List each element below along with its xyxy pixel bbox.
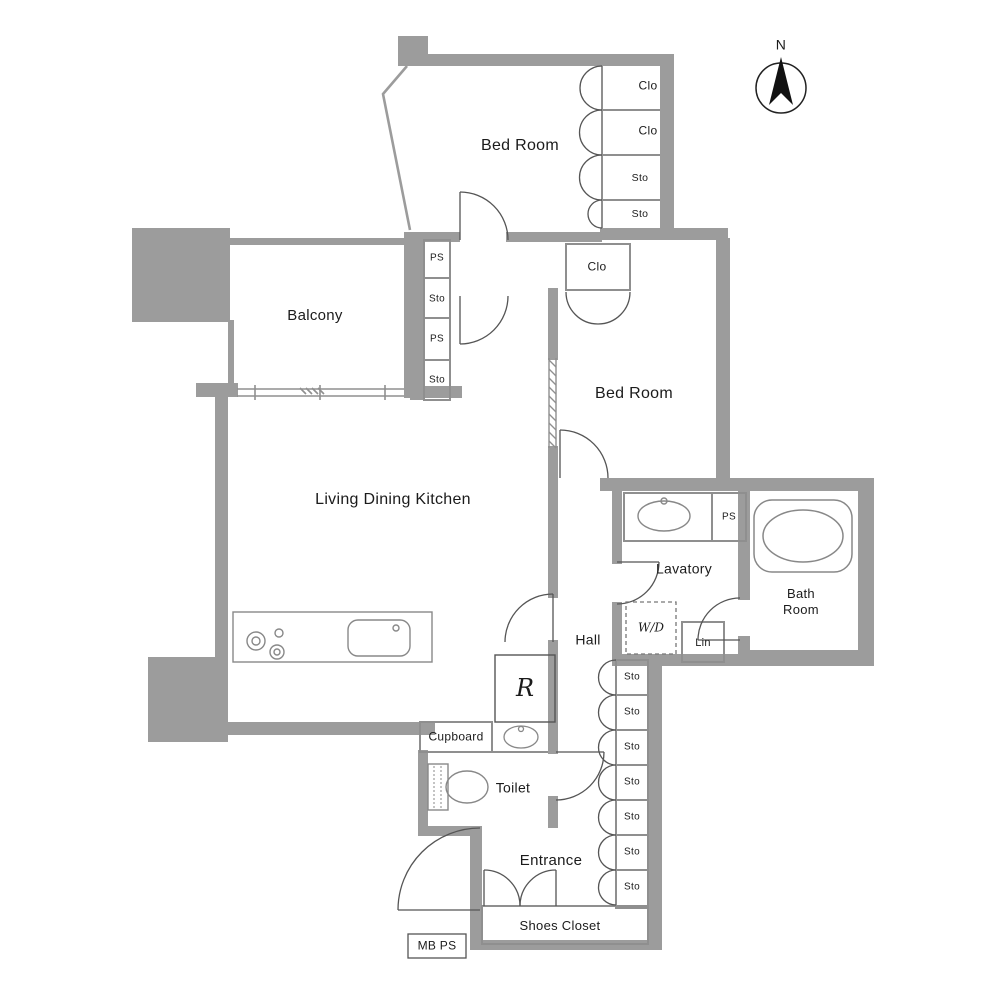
- room-label-bathroom: Bath Room: [783, 585, 819, 617]
- bathtub: [753, 499, 853, 573]
- room-label-toilet: Toilet: [495, 779, 531, 796]
- pipe-space-label: PS: [722, 511, 736, 523]
- storage-label: Sto: [624, 881, 640, 893]
- linen-label: Lin: [695, 636, 711, 649]
- bedroom-angled-window: [381, 65, 412, 231]
- room-label-balcony: Balcony: [287, 306, 343, 324]
- closet-label: Clo: [587, 259, 607, 274]
- balcony-window: [237, 385, 404, 400]
- room-label-entrance: Entrance: [519, 851, 583, 869]
- room-label-bedroom-top: Bed Room: [481, 137, 559, 155]
- washer-dryer-label: W/D: [638, 620, 664, 635]
- storage-label: Sto: [624, 741, 640, 753]
- refrigerator-label: R: [515, 673, 535, 702]
- storage-label: Sto: [631, 172, 649, 185]
- hand-basin: [503, 725, 539, 749]
- refrigerator-box: [494, 654, 556, 723]
- meter-box-label: MB PS: [417, 938, 457, 953]
- pipe-space-label: PS: [430, 252, 444, 264]
- compass: [755, 57, 807, 114]
- room-label-living-dining-kitchen: Living Dining Kitchen: [315, 491, 471, 509]
- storage-label: Sto: [631, 208, 649, 221]
- cupboard-label: Cupboard: [428, 729, 484, 744]
- compass-north-label: N: [775, 36, 787, 53]
- sliding-partition: [548, 358, 557, 449]
- kitchen-counter: [232, 611, 433, 663]
- storage-label: Sto: [429, 293, 445, 305]
- lavatory-sink: [637, 497, 691, 532]
- room-label-shoes-closet: Shoes Closet: [519, 917, 601, 933]
- closet-label: Clo: [638, 123, 658, 138]
- storage-label: Sto: [624, 811, 640, 823]
- room-label-bedroom-right: Bed Room: [595, 385, 673, 403]
- pipe-space-label: PS: [430, 333, 444, 345]
- room-label-hall: Hall: [575, 631, 601, 648]
- walls: [132, 36, 874, 950]
- partitions: [419, 66, 747, 945]
- storage-label: Sto: [624, 706, 640, 718]
- toilet-fixture: [427, 763, 489, 811]
- room-label-lavatory: Lavatory: [655, 560, 713, 577]
- door-arcs: [397, 65, 741, 911]
- storage-label: Sto: [624, 846, 640, 858]
- storage-label: Sto: [429, 374, 445, 386]
- closet-label: Clo: [638, 78, 658, 93]
- storage-label: Sto: [624, 671, 640, 683]
- meter-box-outline: [407, 933, 467, 959]
- washer-dryer-box: [625, 601, 677, 655]
- storage-label: Sto: [624, 776, 640, 788]
